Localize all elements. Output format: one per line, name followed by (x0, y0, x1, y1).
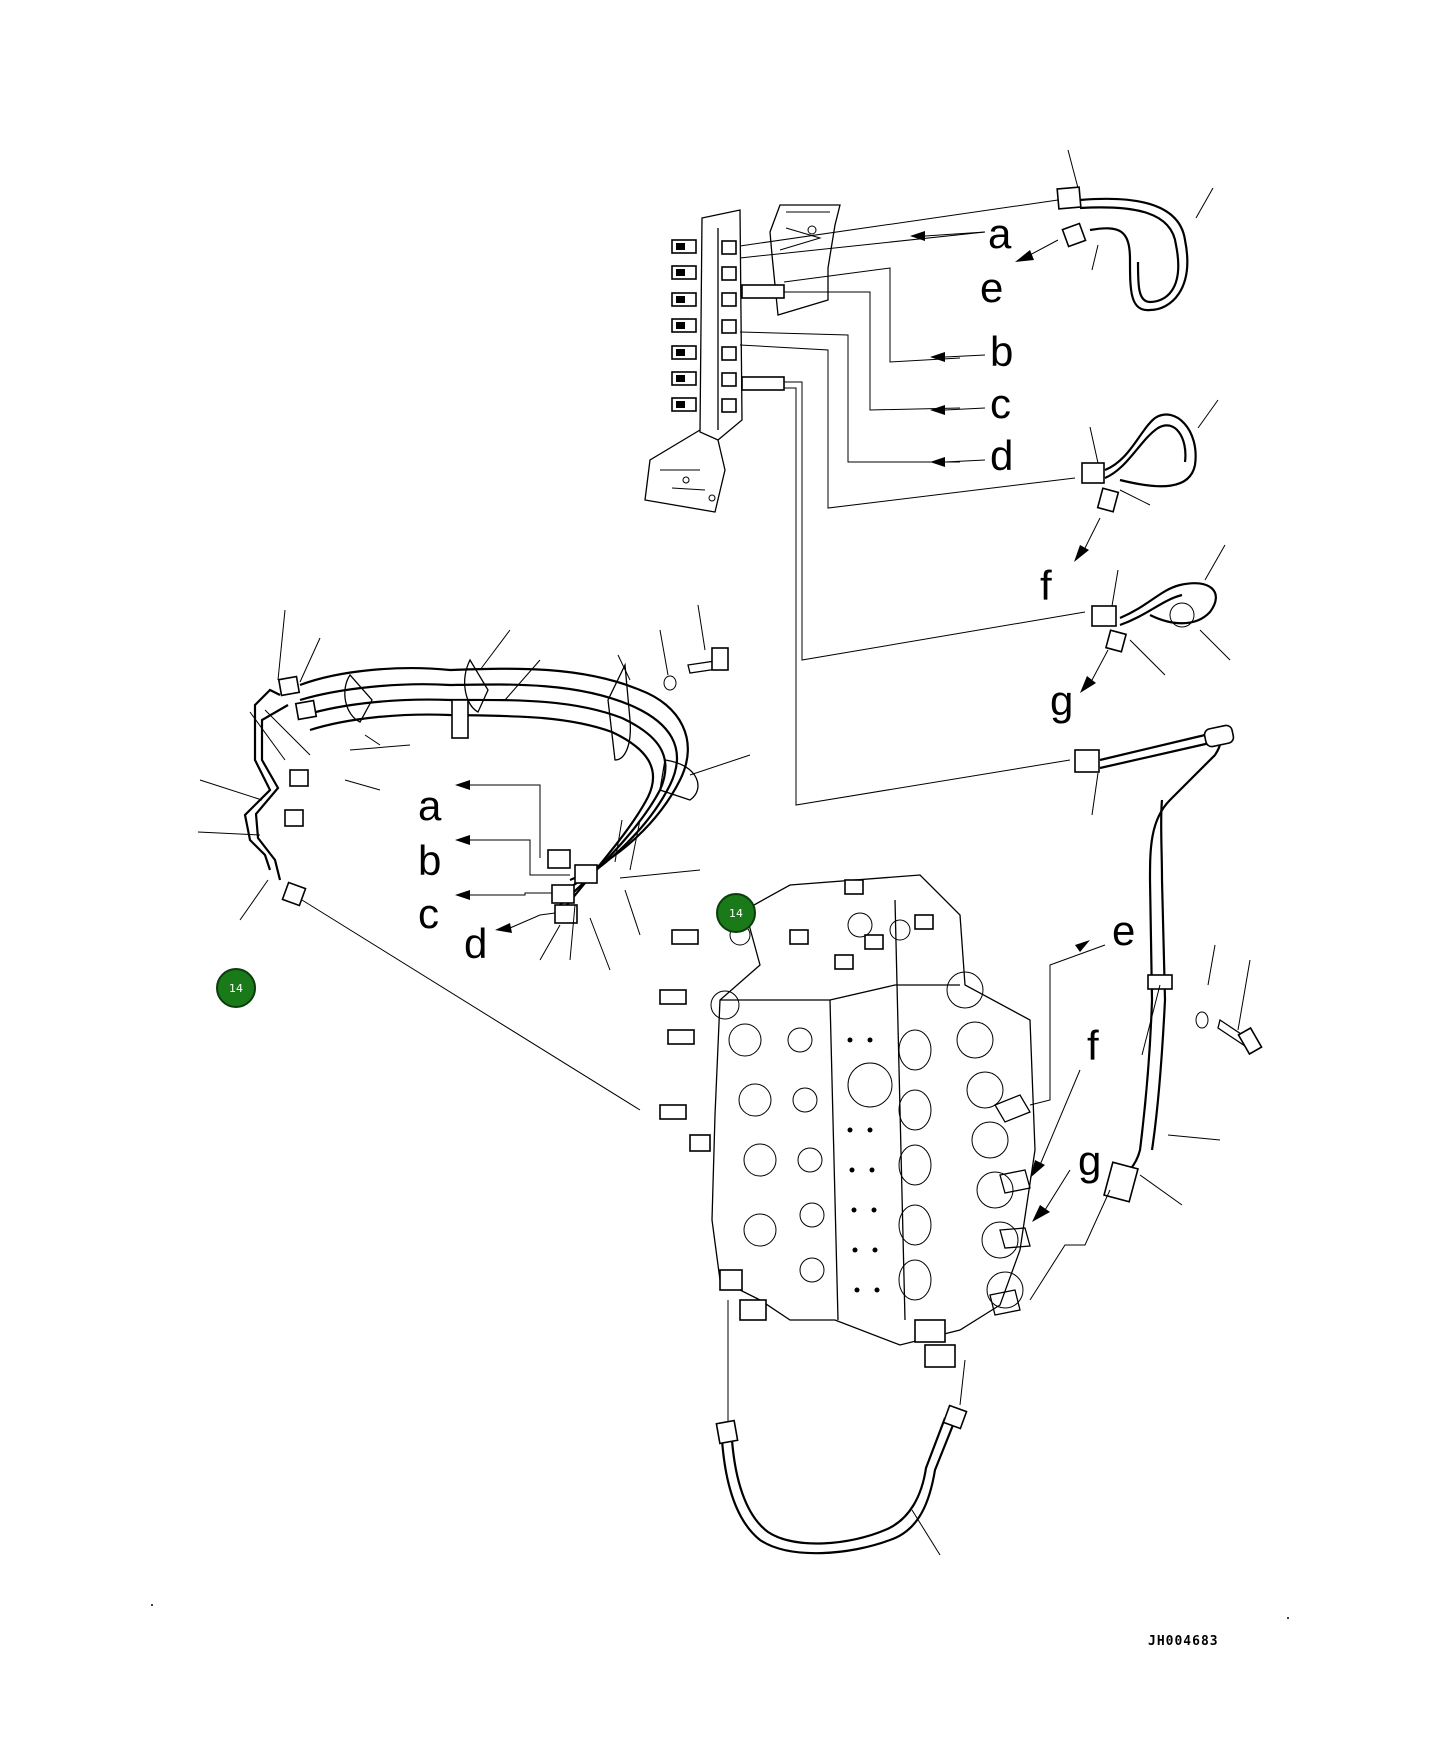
label-f-valve: f (1087, 1022, 1099, 1069)
hose-g (1080, 544, 1231, 693)
drawing-code: JH004683 (1148, 1634, 1219, 1649)
valve-elbow-fittings (989, 1094, 1031, 1316)
pipe-right-long (1074, 724, 1263, 1206)
label-a-top: a (988, 210, 1012, 257)
arrows-efg-valve (1029, 940, 1111, 1301)
label-e-top: e (980, 264, 1003, 311)
arrows-abcd-top (910, 231, 986, 467)
cartridge-1 (741, 284, 785, 299)
cartridge-2 (741, 376, 785, 391)
valve-bolts-top (710, 879, 934, 1108)
label-d-left: d (464, 920, 487, 967)
hose-harness-left (197, 604, 751, 1111)
hose-f (1074, 399, 1219, 562)
hose-top-right (1015, 149, 1214, 312)
label-g-valve: g (1078, 1137, 1101, 1184)
manifold-leader-lines (739, 199, 1086, 806)
label-b-top: b (990, 328, 1013, 375)
badge-label: 14 (229, 982, 243, 995)
callout-badge-14-left[interactable]: 14 (216, 968, 256, 1008)
label-a-left: a (418, 782, 442, 829)
label-g-top: g (1050, 677, 1073, 724)
label-b-left: b (418, 837, 441, 884)
solenoid-connectors (671, 239, 737, 413)
solenoid-manifold (644, 204, 841, 513)
valve-port-holes (847, 1037, 880, 1293)
label-e-valve: e (1112, 907, 1135, 954)
label-c-left: c (418, 890, 439, 937)
label-f-top: f (1040, 562, 1052, 609)
main-control-valve (659, 874, 1036, 1368)
label-d-top: d (990, 432, 1013, 479)
label-c-top: c (990, 380, 1011, 427)
letter-labels: a e b c d f g a b c d e f g (418, 210, 1135, 1184)
valve-spools-right (898, 971, 1024, 1368)
arrows-abcd-left (455, 780, 570, 933)
valve-pilot-fittings (659, 929, 767, 1321)
hose-bottom (715, 1300, 968, 1556)
badge-label: 14 (729, 907, 743, 920)
valve-spools-left (728, 1023, 825, 1283)
callout-badge-14-center[interactable]: 14 (716, 893, 756, 933)
